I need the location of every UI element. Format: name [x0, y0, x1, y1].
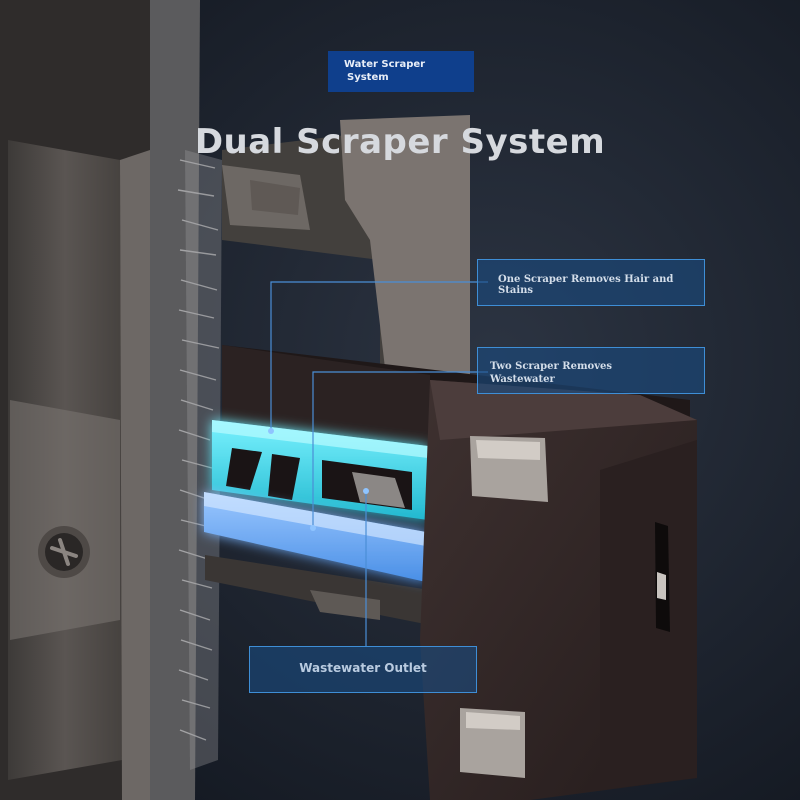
callout-wastewater-outlet: Wastewater Outlet: [249, 646, 477, 693]
callout-scraper-two: Two Scraper Removes Wastewater: [477, 347, 705, 394]
callout-scraper-two-line2: Wastewater: [490, 374, 555, 385]
system-tag-line2: System: [347, 72, 389, 83]
system-tag-line1: Water Scraper: [344, 59, 426, 70]
system-tag: Water Scraper System: [328, 51, 474, 92]
callout-scraper-one: One Scraper Removes Hair and Stains: [477, 259, 705, 306]
page-title: Dual Scraper System: [194, 122, 606, 162]
callout-scraper-two-line1: Two Scraper Removes: [490, 361, 612, 372]
screw-icon: [38, 526, 90, 578]
